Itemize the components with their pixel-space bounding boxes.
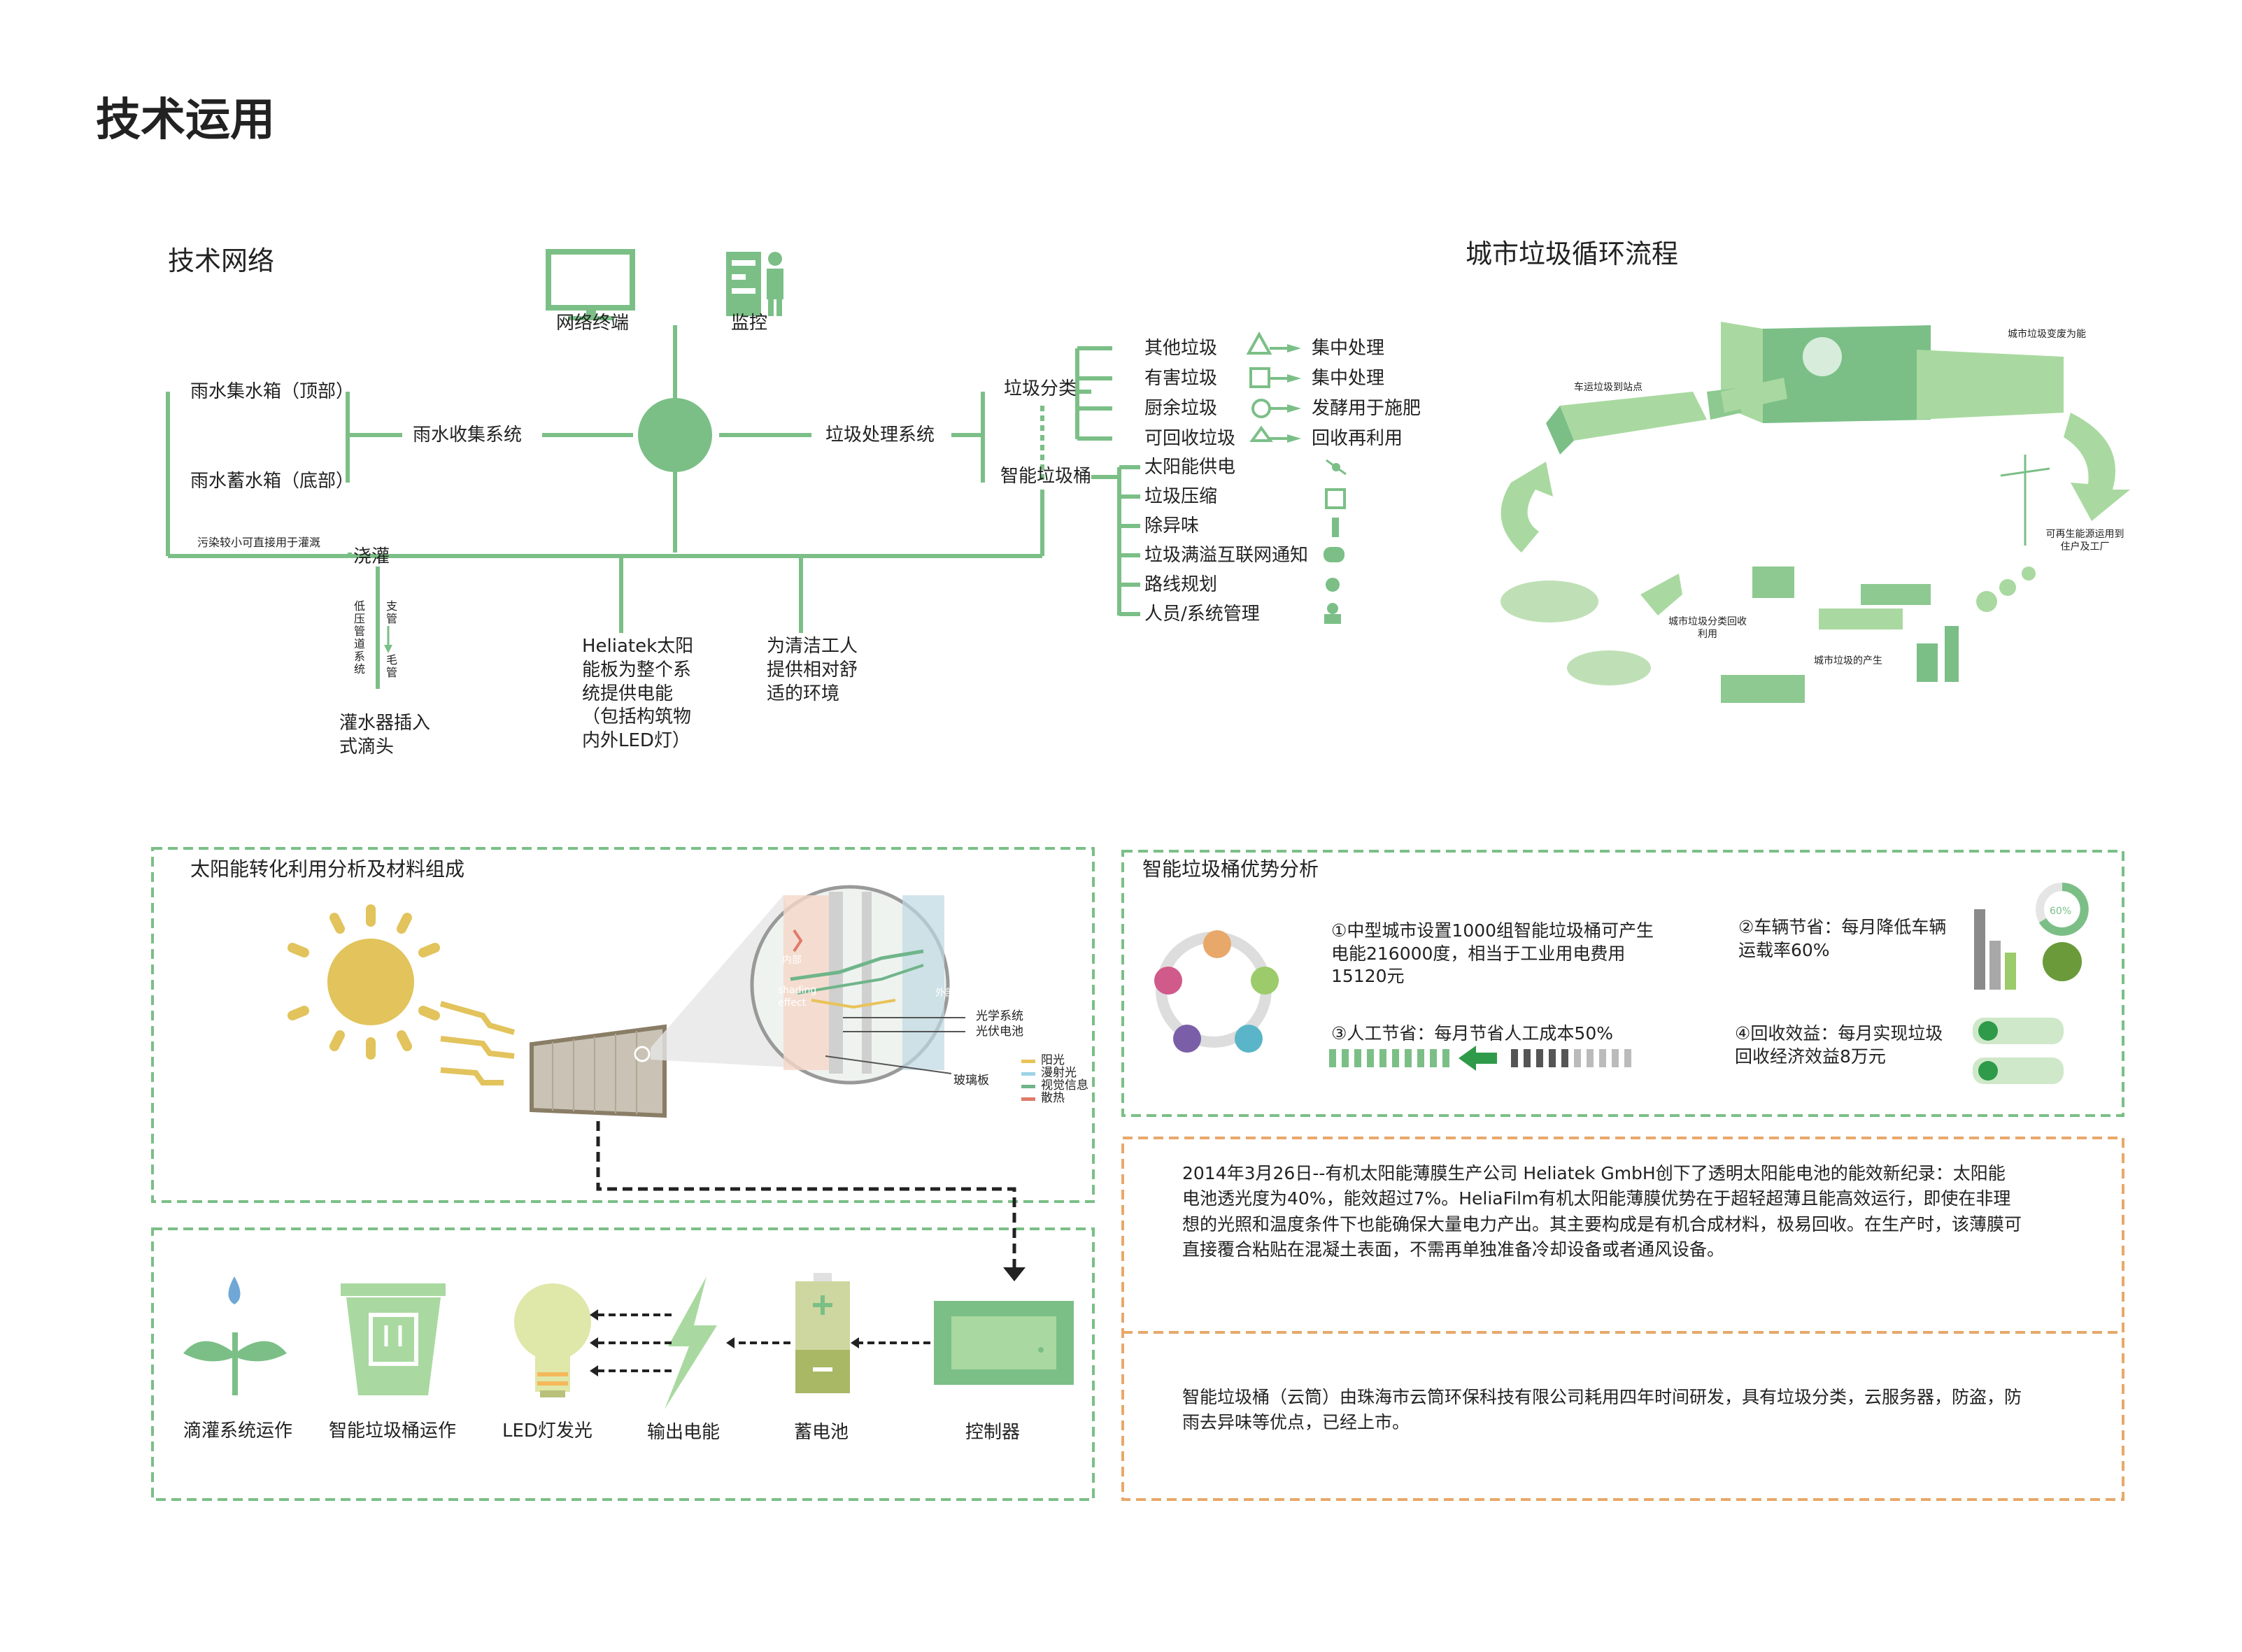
low-pollution-note: 污染较小可直接用于灌溉 [197,536,321,549]
smart-bin-label: 智能垃圾桶 [1000,466,1092,487]
drip-plant-icon [183,1276,287,1395]
cycle-label-renewable: 可再生能源运用到住户及工厂 [2045,529,2124,553]
sort-item: 可回收垃圾 [1144,428,1236,449]
cycle-label-transfer: 车运垃圾到站点 [1574,382,1643,393]
capillary-label: 毛管 [384,654,397,679]
solar-title: 太阳能转化利用分析及材料组成 [190,857,465,881]
lightning-icon [665,1276,717,1409]
advantage-title: 智能垃圾桶优势分析 [1142,857,1319,881]
rain-bottom-label: 雨水蓄水箱（底部） [190,471,355,492]
monitor-label: 监控 [731,313,768,334]
sort-result: 回收再利用 [1312,428,1403,449]
legend-visual: 视觉信息 [1041,1078,1088,1092]
hazard-icon [1249,367,1270,388]
heliatek-label: Heliatek太阳能板为整个系统提供电能（包括构筑物内外LED灯） [582,636,694,752]
network-title: 技术网络 [168,245,275,276]
cycle-title: 城市垃圾循环流程 [1466,238,1679,269]
legend-swatch [1021,1097,1035,1101]
recycle-icon [1246,331,1272,355]
low-pressure-label: 低压管道系统 [352,600,365,676]
sort-item: 其他垃圾 [1144,338,1218,359]
advantage-item-2: ②车辆节省：每月降低车辆运载率60% [1738,917,1947,960]
battery-icon [795,1273,850,1393]
drip-head-label: 灌水器插入式滴头 [339,713,431,757]
info-paragraph-1: 2014年3月26日--有机太阳能薄膜生产公司 Heliatek GmbH创下了… [1182,1163,2022,1260]
sun-icon [288,904,440,1060]
legend-swatch [1021,1060,1035,1063]
food-waste-icon [1251,399,1271,418]
bin-item: 垃圾压缩 [1144,486,1218,507]
bin-icon [341,1283,446,1395]
glass-label: 玻璃板 [953,1074,989,1088]
monitor-icon [546,249,635,320]
legend-swatch [1021,1072,1035,1076]
legend-swatch [1021,1085,1035,1088]
advantage-item-1: ①中型城市设置1000组智能垃圾桶可产生电能216000度，相当于工业用电费用1… [1331,920,1654,986]
led-bulb-icon [514,1283,591,1397]
rain-top-label: 雨水集水箱（顶部） [190,381,355,402]
flow-controller-label: 控制器 [965,1422,1021,1443]
branch-label: 支管 [384,600,397,625]
bin-item: 除异味 [1144,515,1200,536]
cycle-label-generation: 城市垃圾的产生 [1814,655,1882,667]
flow-bin-label: 智能垃圾桶运作 [329,1420,457,1441]
sort-item: 有害垃圾 [1144,368,1218,389]
sort-item: 厨余垃圾 [1144,398,1218,419]
info-paragraph-2: 智能垃圾桶（云筒）由珠海市云筒环保科技有限公司耗用四年时间研发，具有垃圾分类，云… [1182,1387,2022,1433]
advantage-item-3: ③人工节省：每月节省人工成本50% [1331,1023,1613,1044]
terminal-label: 网络终端 [556,313,630,334]
legend-diffuse: 漫射光 [1041,1066,1077,1080]
waste-sort-label: 垃圾分类 [1004,378,1077,399]
legend-sun: 阳光 [1041,1053,1065,1067]
flow-drip-label: 滴灌系统运作 [183,1420,293,1441]
rain-system-label: 雨水收集系统 [413,425,523,446]
optical-label: 光学系统 [976,1009,1023,1023]
pv-label: 光伏电池 [976,1025,1023,1039]
bin-item: 人员/系统管理 [1144,604,1260,625]
shading-label: shading effect [778,985,817,1009]
zoom-outer-label: 外部 [935,988,955,999]
sort-result: 发酵用于施肥 [1312,398,1421,419]
flow-led-label: LED灯发光 [502,1420,593,1441]
sort-result: 集中处理 [1312,368,1385,389]
page-title: 技术运用 [96,94,275,146]
bin-item: 路线规划 [1144,574,1218,595]
surveillance-icon [726,252,783,316]
irrigate-label: 浇灌 [353,546,390,567]
sort-result: 集中处理 [1312,338,1385,359]
legend-heat: 散热 [1041,1091,1065,1105]
recyclable-icon [1249,425,1273,442]
percent-label: 60% [2050,906,2072,917]
controller-icon [934,1301,1074,1385]
zoom-inner-label: 内部 [782,955,802,966]
cycle-label-sorting: 城市垃圾分类回收利用 [1668,616,1747,641]
flow-battery-label: 蓄电池 [794,1422,849,1443]
waste-system-label: 垃圾处理系统 [825,425,935,446]
bin-item: 垃圾满溢互联网通知 [1144,545,1309,566]
cycle-label-energy: 城市垃圾变废为能 [2008,329,2086,340]
advantage-item-4: ④回收效益：每月实现垃圾回收经济效益8万元 [1735,1023,1943,1067]
flow-power-label: 输出电能 [647,1422,721,1443]
bin-item: 太阳能供电 [1144,457,1236,478]
cleaner-label: 为清洁工人提供相对舒适的环境 [767,636,858,704]
